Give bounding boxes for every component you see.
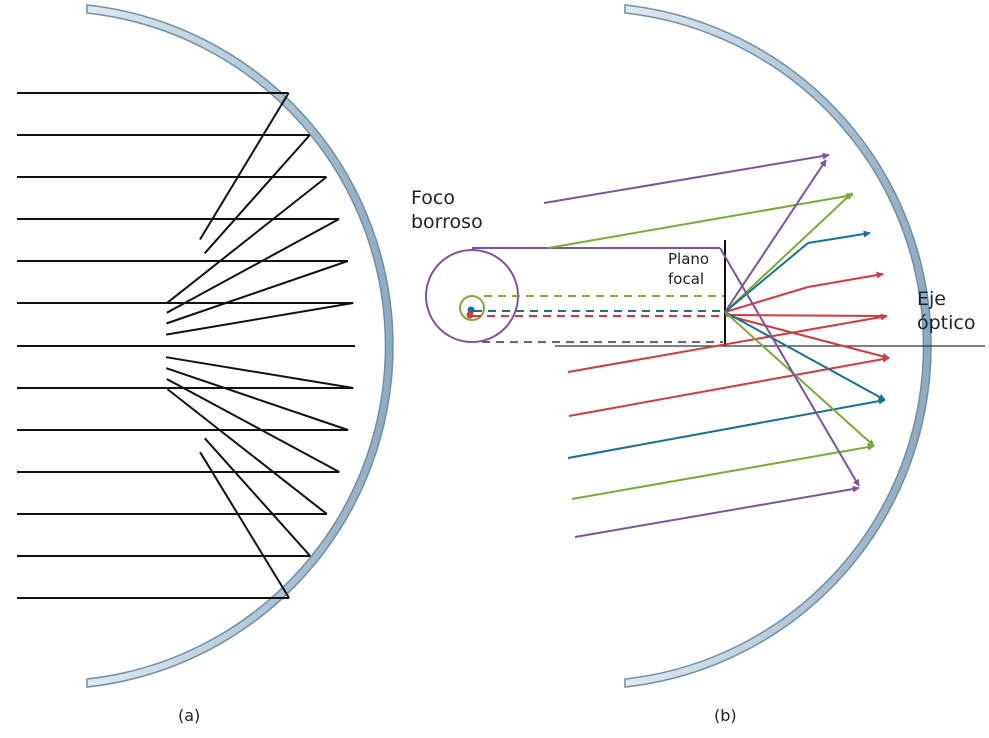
reflected-ray-a bbox=[166, 176, 328, 304]
ray-purple-refl-up bbox=[724, 159, 827, 313]
label-blurred-focus-line2: borroso bbox=[411, 211, 483, 233]
label-focal-plane-line1: Plano bbox=[668, 250, 710, 268]
reflected-ray-a bbox=[166, 378, 340, 473]
reflected-ray-a bbox=[165, 302, 354, 336]
ray-purple-refl-down bbox=[719, 247, 860, 487]
ray-green-refl-up bbox=[724, 192, 853, 313]
panel-a bbox=[17, 4, 394, 688]
reflected-ray-a bbox=[199, 92, 290, 241]
caption-a: (a) bbox=[178, 706, 201, 725]
reflected-rays-a bbox=[17, 92, 355, 599]
ray-green-in-top bbox=[547, 192, 854, 249]
label-blurred-focus-line1: Foco bbox=[411, 187, 455, 209]
ray-green-in-low bbox=[571, 443, 875, 500]
green-small-circle bbox=[459, 295, 485, 321]
label-focal-plane-line2: focal bbox=[668, 270, 705, 288]
label-blurred-focus: Foco borroso bbox=[411, 186, 483, 234]
ray-red-refl-up bbox=[724, 286, 809, 313]
label-optical-axis-line1: Eje bbox=[917, 288, 946, 310]
ray-red-in-mid bbox=[567, 313, 888, 373]
ray-blue-refl-up bbox=[724, 242, 809, 313]
label-optical-axis: Eje óptico bbox=[917, 287, 975, 335]
panel-b bbox=[425, 4, 985, 688]
reflected-ray-a bbox=[166, 218, 340, 314]
ray-blue-in-top bbox=[807, 230, 871, 244]
ray-red-in-low bbox=[568, 355, 890, 417]
ray-blue-refl-down bbox=[724, 311, 886, 401]
ray-red-refl-flat bbox=[724, 314, 888, 317]
reflected-ray-a bbox=[166, 260, 349, 325]
reflected-ray-a bbox=[165, 367, 349, 431]
red-dot bbox=[466, 311, 474, 319]
mirror-b bbox=[624, 4, 932, 688]
ray-red-in-top bbox=[807, 271, 884, 288]
label-optical-axis-line2: óptico bbox=[917, 312, 976, 334]
label-focal-plane: Plano focal bbox=[668, 249, 709, 289]
ray-green-refl-down bbox=[724, 311, 875, 447]
reflected-ray-a bbox=[165, 356, 354, 389]
mirror-a bbox=[86, 4, 394, 688]
caption-b: (b) bbox=[714, 706, 737, 725]
reflected-ray-a bbox=[199, 451, 290, 599]
reflected-ray-a bbox=[204, 437, 311, 557]
ray-red-refl-down bbox=[724, 314, 890, 360]
ray-purple-in-low bbox=[574, 485, 860, 538]
ray-purple-in-top bbox=[543, 152, 830, 204]
reflected-ray-a bbox=[203, 134, 311, 254]
reflected-ray-a bbox=[166, 388, 328, 515]
